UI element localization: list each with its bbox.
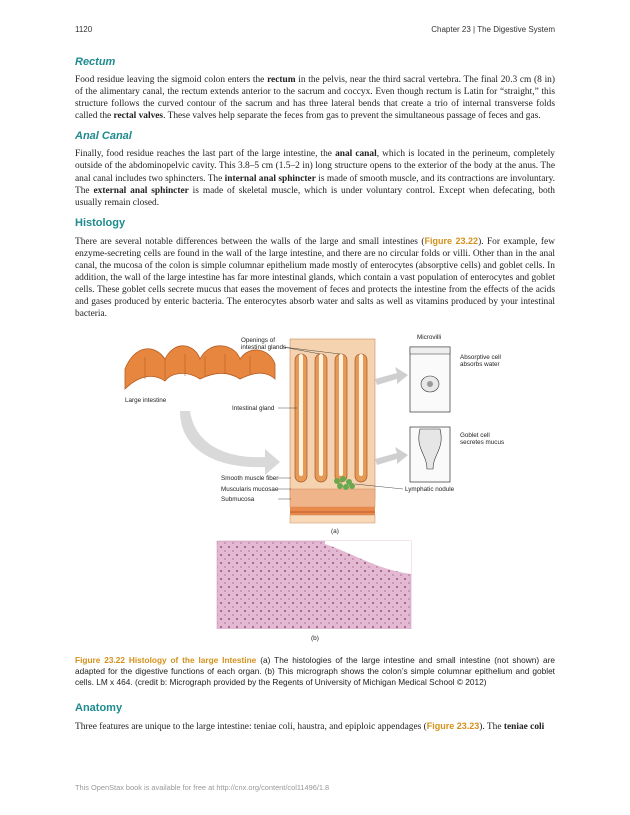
part-label-b: (b) — [311, 634, 319, 642]
tissue-block — [289, 338, 376, 523]
page-footer: This OpenStax book is available for free… — [75, 783, 330, 792]
term-anal-canal: anal canal — [335, 149, 377, 160]
label-large-intestine: Large intestine — [125, 397, 167, 404]
term-external-sphincter: external anal sphincter — [93, 185, 189, 196]
paragraph-rectum: Food residue leaving the sigmoid colon e… — [75, 75, 555, 122]
figure-caption: Figure 23.22 Histology of the large Inte… — [75, 655, 555, 688]
caption-title: Figure 23.22 Histology of the large Inte… — [75, 654, 257, 665]
label-submucosa: Submucosa — [221, 496, 255, 503]
term-internal-sphincter: internal anal sphincter — [224, 173, 316, 184]
term-rectal-valves: rectal valves — [113, 111, 164, 122]
figure-link-23-23[interactable]: Figure 23.23 — [426, 720, 480, 731]
arrow-to-goblet — [375, 446, 408, 465]
lymphatic-nodule-shape — [334, 475, 355, 490]
label-openings: Openings of — [241, 337, 275, 344]
term-rectum: rectum — [267, 75, 296, 85]
label-microvilli: Microvilli — [417, 334, 441, 341]
label-lymphatic: Lymphatic nodule — [405, 486, 455, 493]
running-head: 1120 Chapter 23 | The Digestive System — [75, 25, 555, 37]
page-number: 1120 — [75, 25, 93, 34]
goblet-cell-drawing — [409, 426, 451, 482]
arrow-to-absorptive — [375, 366, 408, 385]
label-smooth-muscle: Smooth muscle fiber — [221, 475, 278, 482]
label-muscularis: Muscularis mucosae — [221, 486, 279, 493]
heading-anal-canal: Anal Canal — [75, 130, 132, 143]
label-goblet: Goblet cell — [460, 432, 490, 439]
paragraph-anal-canal: Finally, food residue reaches the last p… — [75, 149, 555, 208]
label-goblet-2: secretes mucus — [460, 439, 504, 446]
paragraph-anatomy: Three features are unique to the large i… — [75, 720, 545, 732]
chapter-title: Chapter 23 | The Digestive System — [431, 25, 555, 34]
label-intestinal-gland: Intestinal gland — [232, 405, 275, 412]
label-openings-2: intestinal glands — [241, 344, 286, 351]
histology-illustration: Large intestine — [124, 334, 504, 629]
paragraph-histology: There are several notable differences be… — [75, 235, 555, 320]
absorptive-cell-drawing — [409, 346, 451, 412]
term-teniae-coli: teniae coli — [503, 721, 545, 732]
part-label-a: (a) — [331, 528, 339, 535]
caption-text: (a) The histologies of the large intesti… — [75, 654, 555, 687]
figure-link-23-22[interactable]: Figure 23.22 — [424, 235, 479, 246]
label-absorptive: Absorptive cell — [460, 354, 501, 361]
zoom-arrow — [180, 410, 280, 475]
figure-23-22: Large intestine — [75, 329, 555, 629]
heading-anatomy: Anatomy — [75, 701, 123, 714]
heading-rectum: Rectum — [75, 56, 116, 68]
large-intestine-drawing — [124, 344, 276, 390]
heading-histology: Histology — [75, 216, 126, 229]
label-absorptive-2: absorbs water — [460, 361, 500, 368]
page-content: Rectum Food residue leaving the sigmoid … — [75, 56, 555, 741]
micrograph-image — [216, 540, 412, 629]
